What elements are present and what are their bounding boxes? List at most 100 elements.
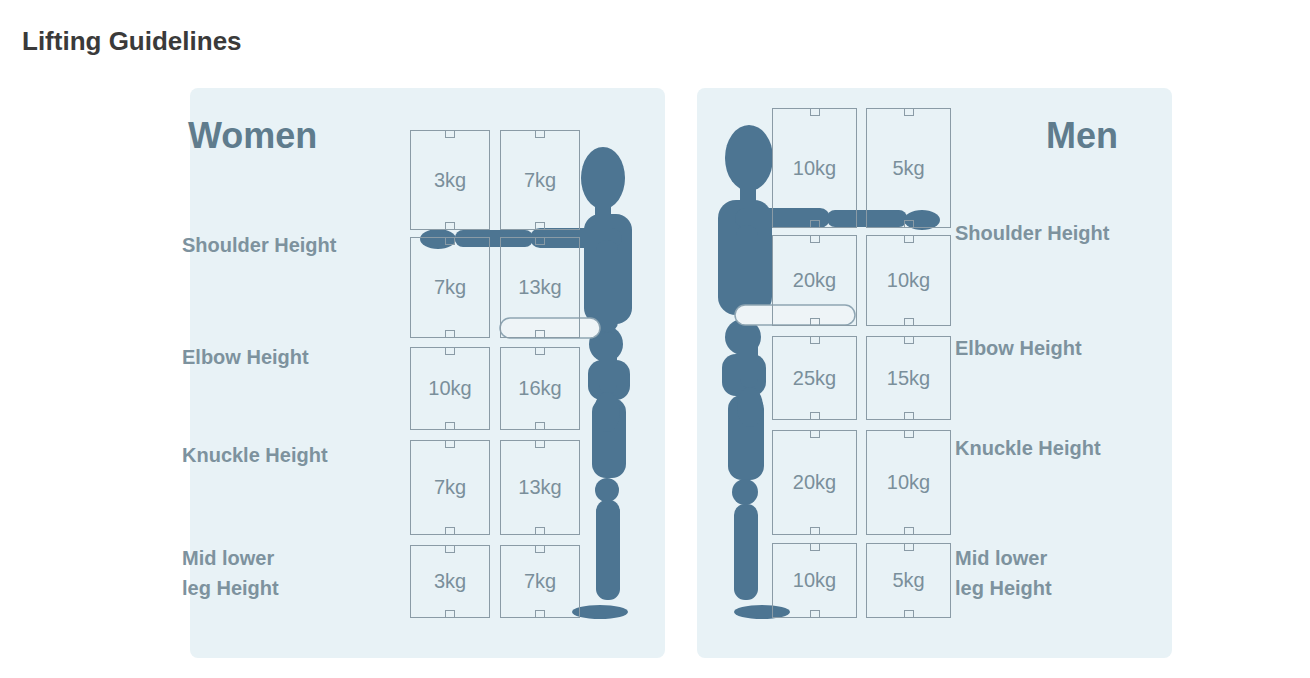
weight-value: 16kg xyxy=(518,377,561,400)
weight-box: 10kg xyxy=(772,543,857,618)
woman-figure xyxy=(190,88,665,658)
weight-value: 5kg xyxy=(892,569,924,592)
box-handle xyxy=(810,431,820,438)
figure-shin xyxy=(596,500,620,600)
weight-value: 7kg xyxy=(524,570,556,593)
weight-value: 13kg xyxy=(518,276,561,299)
weight-box: 10kg xyxy=(866,430,951,535)
weight-value: 10kg xyxy=(793,569,836,592)
box-handle xyxy=(810,544,820,551)
height-label: Shoulder Height xyxy=(182,233,336,257)
box-handle xyxy=(535,422,545,429)
box-handle xyxy=(810,318,820,325)
box-handle xyxy=(445,422,455,429)
weight-value: 7kg xyxy=(434,276,466,299)
figure-forearm xyxy=(740,322,758,388)
box-handle xyxy=(904,220,914,227)
height-label: Knuckle Height xyxy=(182,443,328,467)
weight-box: 3kg xyxy=(410,545,490,618)
weight-value: 10kg xyxy=(428,377,471,400)
box-handle xyxy=(535,330,545,337)
weight-box: 10kg xyxy=(772,108,857,228)
height-label: Knuckle Height xyxy=(955,436,1101,460)
box-handle xyxy=(904,412,914,419)
figure-forearm xyxy=(599,332,617,394)
figure-hand xyxy=(420,229,456,249)
figure-foot xyxy=(572,605,628,619)
box-handle xyxy=(904,109,914,116)
box-handle xyxy=(904,337,914,344)
box-handle xyxy=(445,527,455,534)
weight-box: 10kg xyxy=(866,235,951,326)
height-label: Mid lower leg Height xyxy=(182,543,302,603)
box-handle xyxy=(904,544,914,551)
figure-upper-arm xyxy=(735,208,830,228)
panel: WomenShoulder HeightElbow HeightKnuckle … xyxy=(190,88,665,658)
figure-upper-arm xyxy=(596,240,618,332)
weight-value: 10kg xyxy=(793,157,836,180)
box-handle xyxy=(535,610,545,617)
weight-value: 20kg xyxy=(793,471,836,494)
weight-box: 16kg xyxy=(500,347,580,430)
weight-value: 5kg xyxy=(892,157,924,180)
weight-box: 3kg xyxy=(410,130,490,230)
weight-value: 3kg xyxy=(434,570,466,593)
box-handle xyxy=(810,109,820,116)
box-handle xyxy=(810,610,820,617)
box-handle xyxy=(535,546,545,553)
box-handle xyxy=(445,238,455,245)
weight-value: 3kg xyxy=(434,169,466,192)
box-handle xyxy=(445,222,455,229)
weight-box: 10kg xyxy=(410,347,490,430)
weight-box: 20kg xyxy=(772,235,857,326)
box-handle xyxy=(810,220,820,227)
box-handle xyxy=(810,412,820,419)
box-handle xyxy=(810,527,820,534)
figure-bent-forearm xyxy=(735,305,855,325)
panel-heading: Women xyxy=(188,116,317,156)
weight-value: 13kg xyxy=(518,476,561,499)
man-figure xyxy=(697,88,1172,658)
box-handle xyxy=(535,527,545,534)
weight-box: 15kg xyxy=(866,336,951,420)
figure-hand xyxy=(594,392,620,432)
box-handle xyxy=(904,318,914,325)
figure-knee xyxy=(732,479,758,505)
page-title: Lifting Guidelines xyxy=(22,26,242,57)
figure-foot xyxy=(734,605,790,619)
box-handle xyxy=(535,348,545,355)
weight-value: 7kg xyxy=(434,476,466,499)
height-label: Elbow Height xyxy=(955,336,1082,360)
figure-shin xyxy=(734,504,758,600)
box-handle xyxy=(904,236,914,243)
figure-head xyxy=(725,125,773,191)
weight-value: 20kg xyxy=(793,269,836,292)
box-handle xyxy=(445,610,455,617)
weight-box: 7kg xyxy=(410,237,490,338)
height-label: Shoulder Height xyxy=(955,221,1109,245)
box-handle xyxy=(445,131,455,138)
box-handle xyxy=(445,546,455,553)
box-handle xyxy=(445,330,455,337)
box-handle xyxy=(904,527,914,534)
box-handle xyxy=(535,238,545,245)
box-handle xyxy=(445,441,455,448)
figure-bent-forearm xyxy=(500,318,600,338)
weight-box: 25kg xyxy=(772,336,857,420)
weight-box: 20kg xyxy=(772,430,857,535)
weight-box: 5kg xyxy=(866,543,951,618)
weight-box: 5kg xyxy=(866,108,951,228)
height-label: Mid lower leg Height xyxy=(955,543,1075,603)
figure-forearm xyxy=(455,230,533,247)
panel: MenShoulder HeightElbow HeightKnuckle He… xyxy=(697,88,1172,658)
weight-box: 13kg xyxy=(500,440,580,535)
box-handle xyxy=(535,131,545,138)
weight-value: 10kg xyxy=(887,269,930,292)
figure-knee xyxy=(595,478,619,502)
figure-head xyxy=(581,147,625,209)
box-handle xyxy=(810,236,820,243)
weight-value: 7kg xyxy=(524,169,556,192)
weight-value: 10kg xyxy=(887,471,930,494)
panel-heading: Men xyxy=(1046,116,1118,156)
